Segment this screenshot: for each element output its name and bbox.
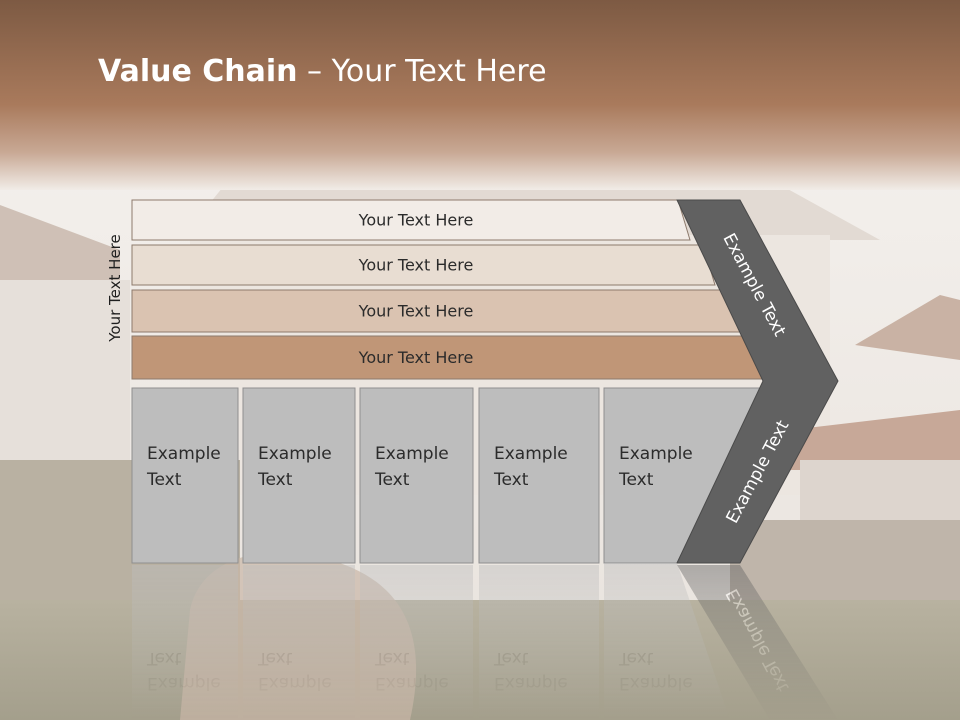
example-box-2 <box>242 387 356 564</box>
example-box-reflect-line1-5: Example <box>619 673 693 693</box>
box-reflection-1 <box>132 565 238 720</box>
example-box-1 <box>131 387 239 564</box>
value-bar-label-2: Your Text Here <box>358 256 474 275</box>
value-bar-label-3: Your Text Here <box>358 302 474 321</box>
example-box-reflect-line1-2: Example <box>258 673 332 693</box>
example-box-reflect-line2-4: Text <box>493 648 529 668</box>
example-box-reflect-line1-4: Example <box>494 673 568 693</box>
example-box-line1-2: Example <box>258 444 332 464</box>
example-box-line1-3: Example <box>375 444 449 464</box>
value-bar-label-1: Your Text Here <box>358 211 474 230</box>
example-box-line1-1: Example <box>147 444 221 464</box>
example-box-3 <box>359 387 474 564</box>
example-box-line2-3: Text <box>374 470 410 490</box>
example-box-line2-1: Text <box>146 470 182 490</box>
box-reflection-4 <box>479 565 599 720</box>
example-box-line1-4: Example <box>494 444 568 464</box>
box-reflection-5 <box>604 563 730 720</box>
example-box-line2-4: Text <box>493 470 529 490</box>
title-bold: Value Chain <box>98 54 298 89</box>
example-box-reflect-line1-3: Example <box>375 673 449 693</box>
example-box-reflect-line2-1: Text <box>146 648 182 668</box>
example-box-line2-2: Text <box>257 470 293 490</box>
example-box-line1-5: Example <box>619 444 693 464</box>
example-box-4 <box>478 387 600 564</box>
example-box-reflect-line2-3: Text <box>374 648 410 668</box>
value-bar-label-4: Your Text Here <box>358 348 474 367</box>
example-box-reflect-line2-2: Text <box>257 648 293 668</box>
slide-title: Value Chain – Your Text Here <box>98 54 547 89</box>
value-bar-1 <box>131 199 691 241</box>
example-box-reflect-line1-1: Example <box>147 673 221 693</box>
chevron-reflection <box>677 565 838 720</box>
example-box-line2-5: Text <box>618 470 654 490</box>
value-bar-2 <box>131 244 716 286</box>
chevron-arrow <box>676 199 839 564</box>
box-reflection-2 <box>243 565 355 720</box>
title-rest: – Your Text Here <box>297 54 547 89</box>
example-box-reflect-line2-5: Text <box>618 648 654 668</box>
box-reflection-3 <box>360 565 473 720</box>
